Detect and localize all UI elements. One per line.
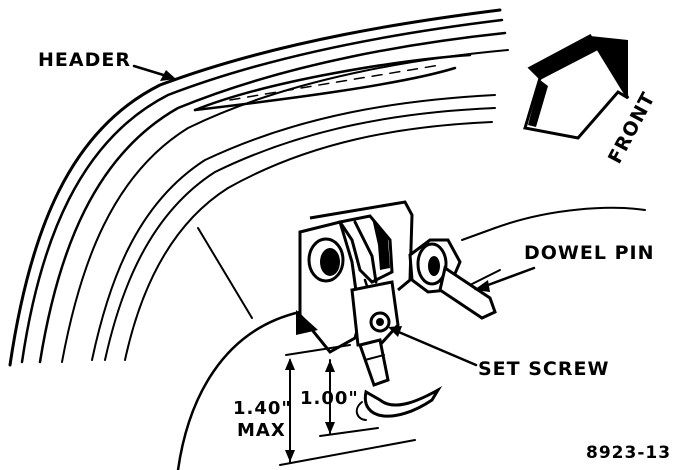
set-screw-label: SET SCREW [478,358,609,380]
dimension-lines [279,344,416,466]
header-callout: HEADER [38,49,176,81]
dowel-pin-label: DOWEL PIN [524,242,654,264]
figure-id: 8923-13 [586,443,671,463]
latch-assembly [296,200,501,421]
set-screw-callout: SET SCREW [388,326,609,380]
front-arrow: FRONT [523,34,660,167]
header-label: HEADER [38,49,131,71]
dowel-pin-callout: DOWEL PIN [474,242,654,292]
dimension-max-value: 1.40" [233,398,292,419]
dimension-max-suffix: MAX [237,420,286,441]
dimension-inner-value: 1.00" [300,388,359,409]
pillar-edge [176,206,646,470]
header-trim [8,8,509,367]
